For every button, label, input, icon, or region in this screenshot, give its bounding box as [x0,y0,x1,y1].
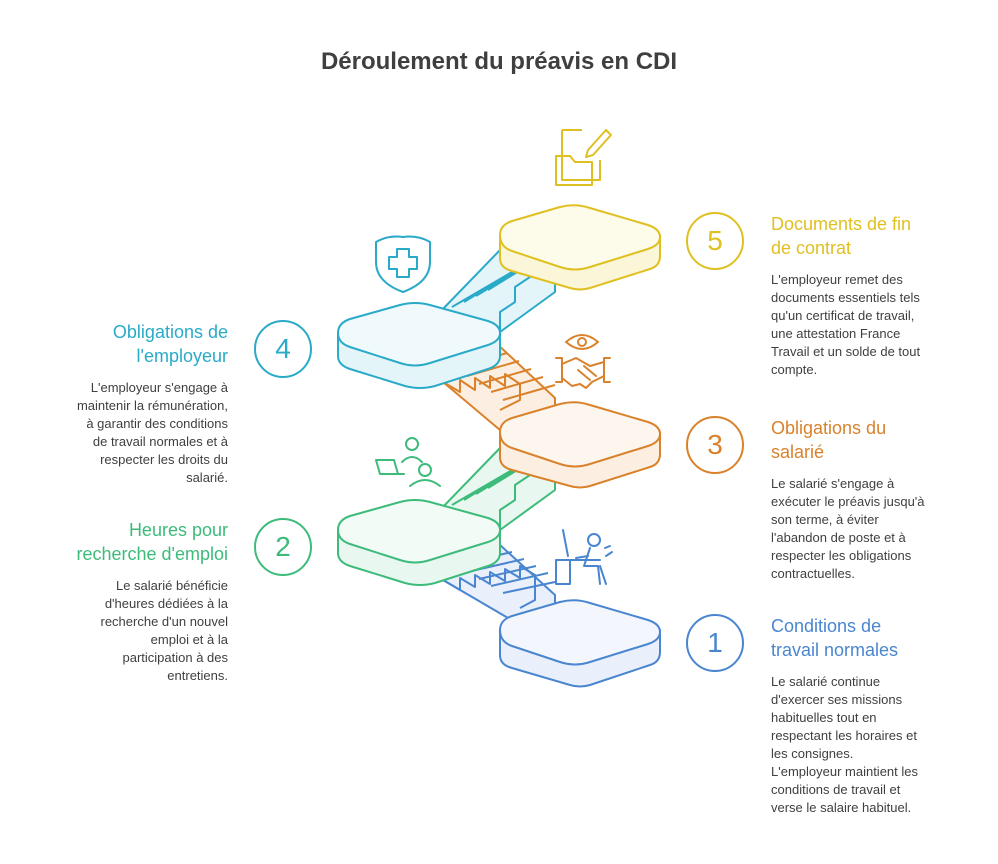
step-4-description: L'employeur s'engage à maintenir la rémun… [28,379,228,487]
platform-1 [499,599,661,688]
platform-5 [499,204,661,291]
description-line: de travail normales et à [92,434,228,449]
description-line: respecter les obligations [771,548,912,563]
medical-shield-icon [375,235,431,293]
description-line: salarié. [186,470,228,485]
description-line: Le salarié bénéficie [115,578,228,593]
step-4-number-badge: 4 [254,320,312,378]
description-line: l'abandon de poste et à [771,530,906,545]
job-search-laptop-icon [375,437,441,487]
description-line: maintenir la rémunération, [76,398,228,413]
description-line: respecter les droits du [100,452,228,467]
description-line: L'employeur maintient les [771,764,918,779]
step-1-title: Conditions de travail normales [771,616,899,660]
description-line: recherche d'un nouvel [100,614,228,629]
description-line: qu'un certificat de travail, [771,308,915,323]
step-2-description: Le salarié bénéficie d'heures dédiées à l… [28,577,228,685]
description-line: contractuelles. [771,566,855,581]
folder-document-pen-icon [555,129,612,186]
step-1-number-badge: 1 [686,614,744,672]
description-line: habituelles tout en [771,710,877,725]
description-line: Le salarié continue [771,674,881,689]
description-line: Travail et un solde de tout [771,344,921,359]
description-line: L'employeur s'engage à [90,380,228,395]
description-line: son terme, à éviter [771,512,879,527]
step-5-title: Documents de fin de contrat [771,214,912,258]
description-line: participation à des [122,650,228,665]
description-line: L'employeur remet des [771,272,903,287]
platform-4 [337,302,501,389]
description-line: à garantir des conditions [86,416,228,431]
platform-3 [499,401,661,489]
step-3-title: Obligations du salarié [771,418,887,462]
description-line: une attestation France [771,326,901,341]
description-line: les consignes. [771,746,854,761]
description-line: d'exercer ses missions [771,692,903,707]
step-1-description: Le salarié continue d'exercer ses mission… [771,673,981,817]
description-line: entretiens. [167,668,228,683]
step-4-title: Obligations de l'employeur [112,322,228,366]
step-5-description: L'employeur remet des documents essentiel… [771,271,981,379]
description-line: compte. [771,362,818,377]
description-line: documents essentiels tels [771,290,920,305]
description-line: d'heures dédiées à la [104,596,228,611]
description-line: emploi et à la [150,632,228,647]
description-line: respectant les horaires et [771,728,917,743]
step-3-description: Le salarié s'engage à exécuter le préavis… [771,475,981,583]
handshake-eye-icon [555,334,611,389]
description-line: Le salarié s'engage à [771,476,895,491]
step-3-number-badge: 3 [686,416,744,474]
platform-2 [337,499,501,586]
description-line: conditions de travail et [771,782,901,797]
office-worker-desk-icon [555,529,613,585]
page-title: Déroulement du préavis en CDI [320,48,678,75]
step-2-number-badge: 2 [254,518,312,576]
step-5-number-badge: 5 [686,212,744,270]
step-2-title: Heures pour recherche d'emploi [76,520,228,564]
description-line: verse le salaire habituel. [771,800,912,815]
description-line: exécuter le préavis jusqu'à [771,494,925,509]
